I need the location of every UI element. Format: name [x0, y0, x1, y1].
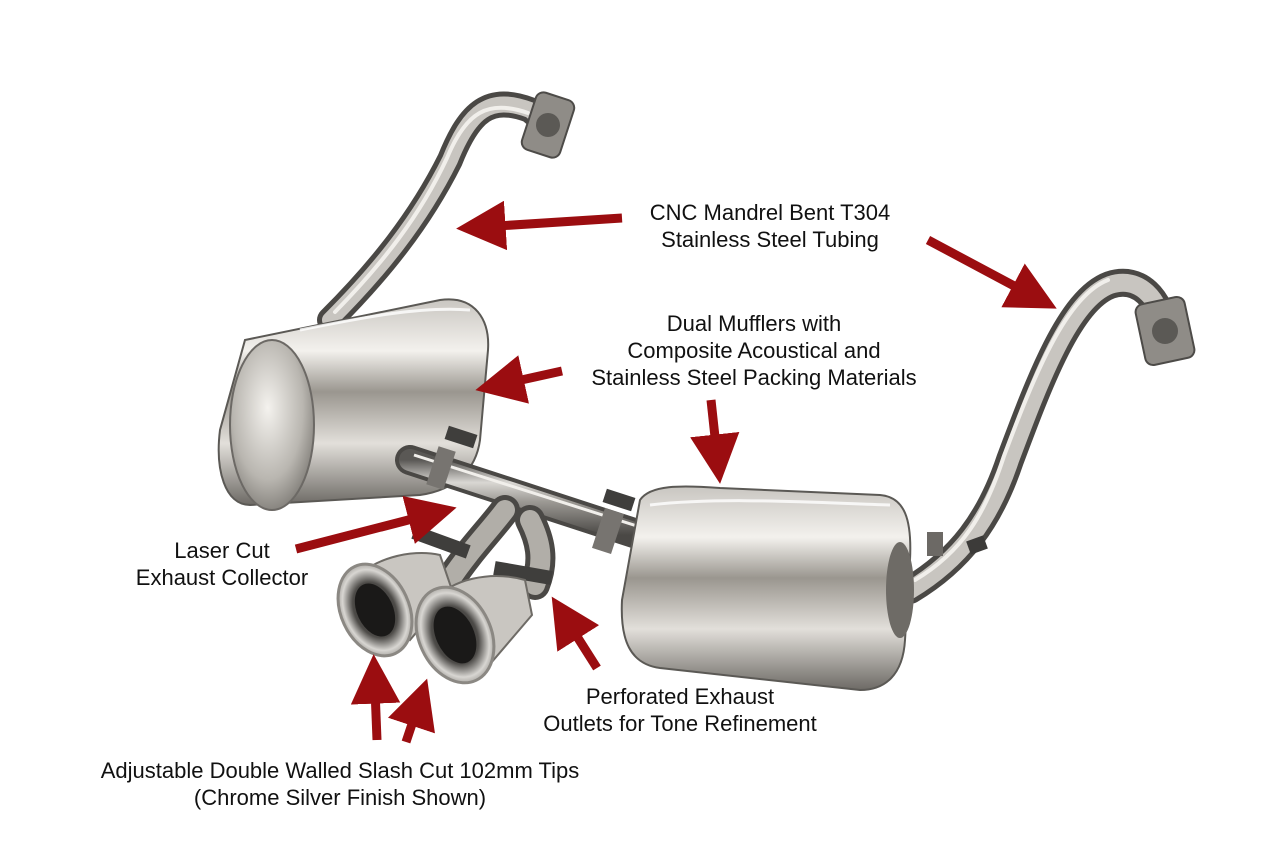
callout-tubing: CNC Mandrel Bent T304 Stainless Steel Tu…: [560, 199, 980, 253]
arrow-tips-left: [350, 654, 401, 741]
arrow-tubing-right: [925, 236, 1057, 309]
callout-mufflers-line-3: Stainless Steel Packing Materials: [591, 365, 917, 390]
crossover-pipe: [395, 425, 655, 555]
callout-tubing-line-1: CNC Mandrel Bent T304: [649, 200, 891, 225]
callout-tips: Adjustable Double Walled Slash Cut 102mm…: [70, 757, 610, 811]
callout-outlets-line-1: Perforated Exhaust: [585, 684, 775, 709]
right-muffler: [620, 485, 914, 692]
arrow-muffler-left: [475, 355, 563, 404]
arrow-muffler-right: [690, 399, 740, 484]
arrow-collector: [294, 495, 457, 554]
callout-tips-line-1: Adjustable Double Walled Slash Cut 102mm…: [100, 758, 580, 783]
callout-collector-line-2: Exhaust Collector: [135, 565, 309, 590]
callout-mufflers-line-2: Composite Acoustical and: [627, 338, 881, 363]
left-downpipe: [317, 91, 576, 333]
exhaust-collector: [411, 495, 556, 600]
callout-tubing-line-2: Stainless Steel Tubing: [661, 227, 879, 252]
callout-outlets-line-2: Outlets for Tone Refinement: [543, 711, 817, 736]
right-downpipe: [896, 268, 1196, 604]
callout-mufflers: Dual Mufflers with Composite Acoustical …: [564, 310, 944, 391]
callout-outlets: Perforated Exhaust Outlets for Tone Refi…: [520, 683, 840, 737]
arrow-tubing-left: [456, 200, 623, 251]
callout-tips-line-2: (Chrome Silver Finish Shown): [193, 785, 487, 810]
callout-mufflers-line-1: Dual Mufflers with: [666, 311, 842, 336]
callout-arrows: [294, 200, 1057, 744]
callout-collector: Laser Cut Exhaust Collector: [112, 537, 332, 591]
arrow-outlets: [551, 596, 601, 671]
callout-collector-line-1: Laser Cut: [174, 538, 270, 563]
arrow-tips-right: [387, 678, 435, 744]
exhaust-tips: [336, 551, 534, 685]
